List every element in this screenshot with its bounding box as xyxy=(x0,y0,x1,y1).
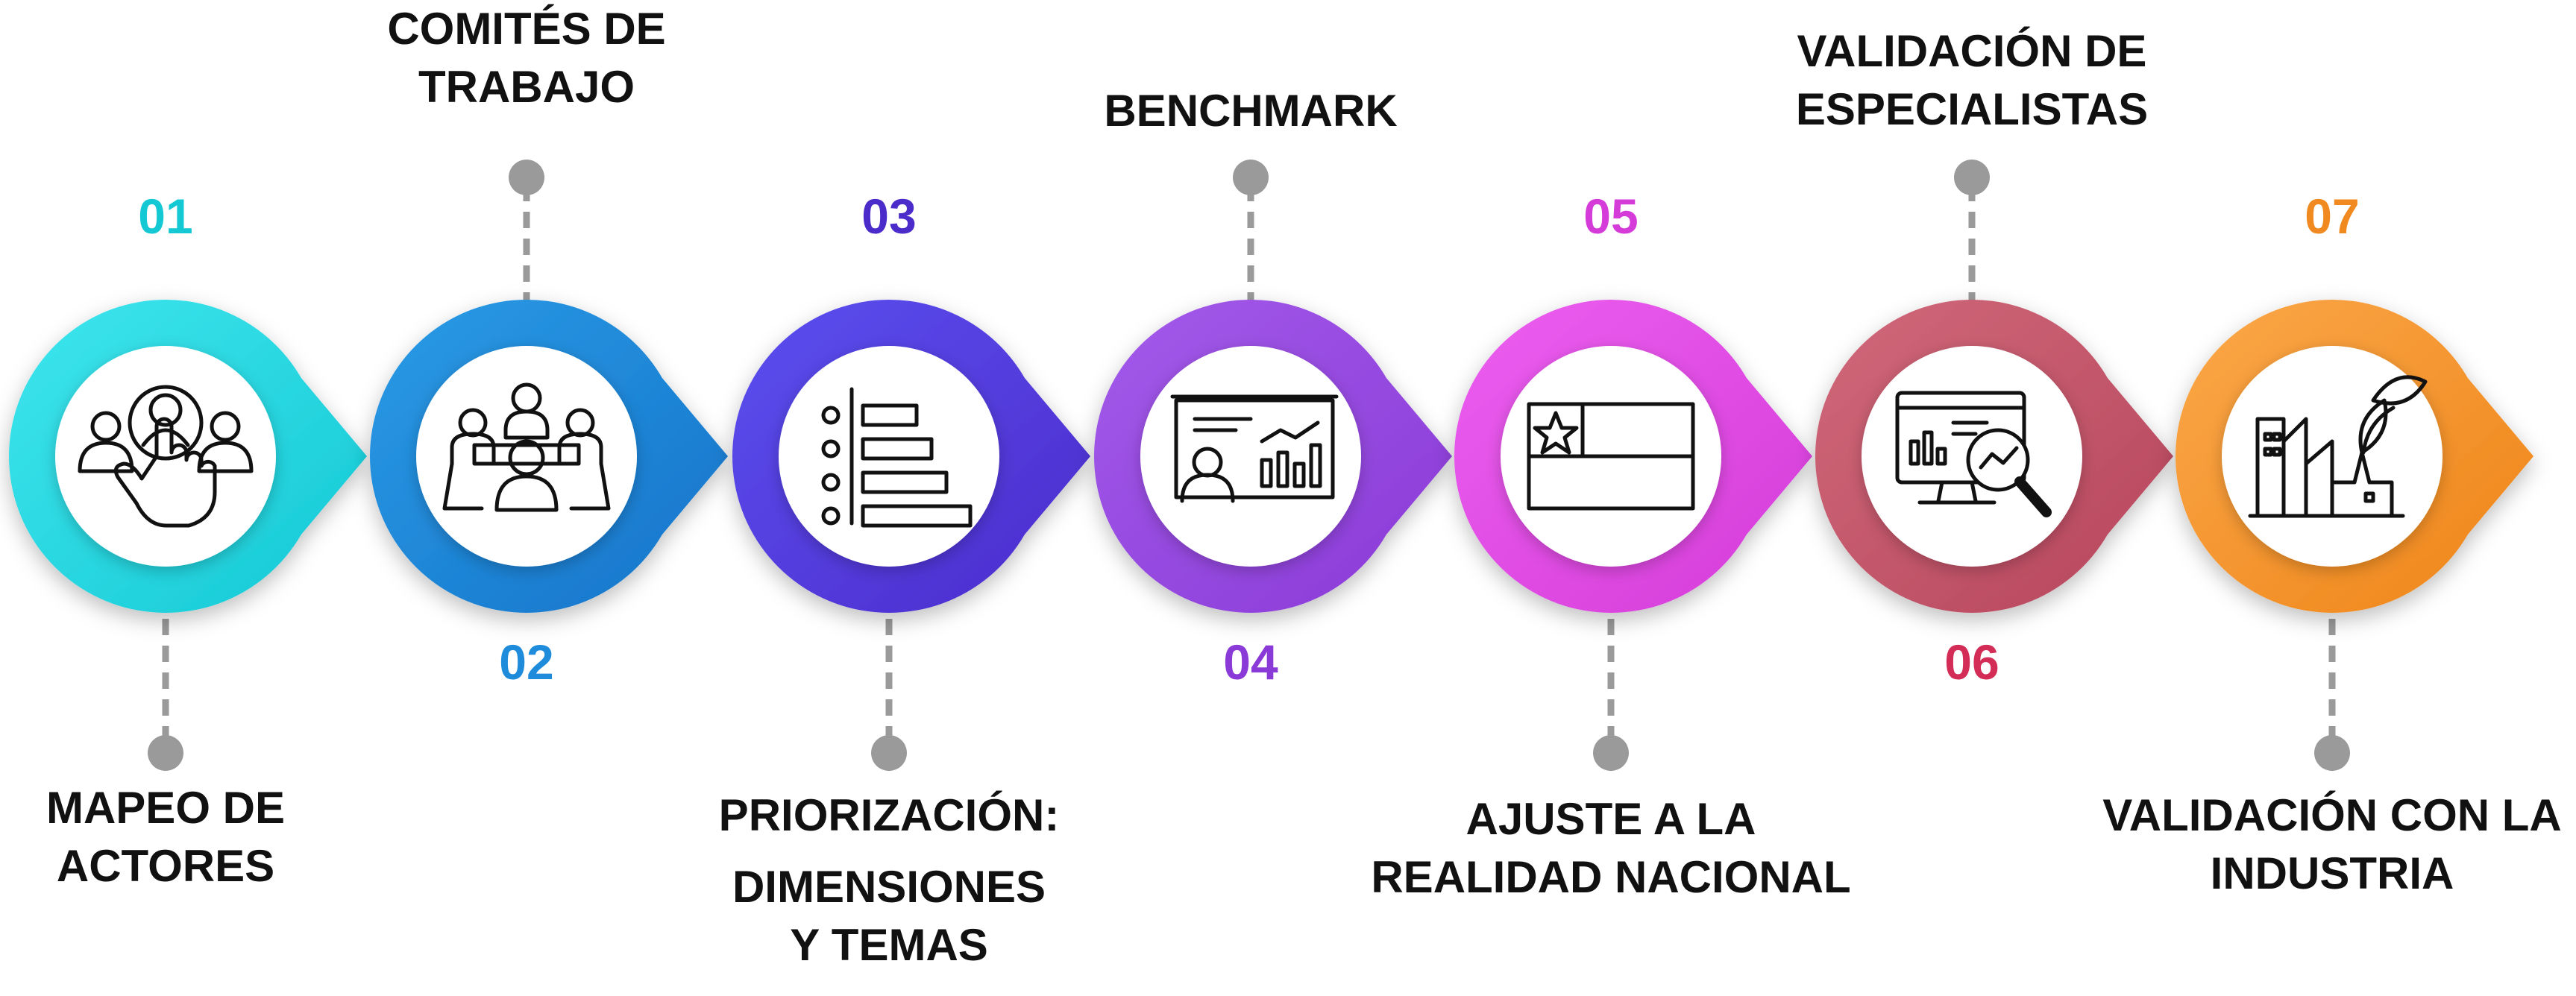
connector-01 xyxy=(148,619,183,771)
stage-07 xyxy=(2175,300,2533,614)
step-title-line: PRIORIZACIÓN: xyxy=(718,790,1060,840)
step-title-line: VALIDACIÓN CON LA xyxy=(2102,790,2562,840)
step-title-line: Y TEMAS xyxy=(790,920,988,970)
step-title-line: REALIDAD NACIONAL xyxy=(1371,852,1851,902)
step-number-03: 03 xyxy=(861,189,917,244)
chile-flag-icon xyxy=(1527,402,1695,511)
step-title-line: COMITÉS DE xyxy=(387,4,666,54)
step-number-04: 04 xyxy=(1223,634,1278,690)
stage-05 xyxy=(1454,300,1812,614)
presentation-chart-icon xyxy=(1170,394,1339,503)
step-title-03: PRIORIZACIÓN: DIMENSIONES Y TEMAS xyxy=(650,787,1128,974)
connector-layer xyxy=(148,160,2350,771)
step-title-07: VALIDACIÓN CON LA INDUSTRIA xyxy=(2086,787,2576,903)
team-meeting-icon xyxy=(442,382,611,512)
monitor-analytics-icon xyxy=(1895,391,2052,517)
hand-touch-people-icon xyxy=(78,385,254,528)
connector-03 xyxy=(871,619,907,771)
connector-02 xyxy=(509,160,544,306)
stage-inner-circle xyxy=(55,346,276,567)
step-title-line: DIMENSIONES xyxy=(732,862,1046,912)
stage-01 xyxy=(8,300,368,614)
step-title-04: BENCHMARK xyxy=(1012,82,1489,140)
priority-list-icon xyxy=(821,387,973,528)
connector-06 xyxy=(1954,160,1990,306)
industry-leaves-icon xyxy=(2248,375,2428,518)
step-title-line: TRABAJO xyxy=(418,62,635,112)
connector-05 xyxy=(1593,619,1629,771)
step-number-01: 01 xyxy=(138,189,193,244)
step-number-06: 06 xyxy=(1944,634,1999,690)
stage-06 xyxy=(1815,300,2173,614)
stage-layer xyxy=(8,299,2533,614)
step-title-line: AJUSTE A LA xyxy=(1466,794,1756,844)
step-number-02: 02 xyxy=(499,634,554,690)
stage-inner-circle xyxy=(1140,346,1361,567)
step-title-line: VALIDACIÓN DE xyxy=(1797,26,2147,76)
step-title-05: AJUSTE A LA REALIDAD NACIONAL xyxy=(1328,790,1894,907)
stage-04 xyxy=(1093,299,1452,613)
step-title-line: ESPECIALISTAS xyxy=(1795,84,2149,134)
step-title-01: MAPEO DE ACTORES xyxy=(0,779,374,895)
connector-07 xyxy=(2314,619,2350,771)
stage-inner-circle xyxy=(779,346,999,567)
step-title-line: BENCHMARK xyxy=(1104,86,1398,136)
step-number-05: 05 xyxy=(1583,189,1639,244)
connector-04 xyxy=(1233,160,1269,306)
step-title-line: INDUSTRIA xyxy=(2210,848,2454,898)
stage-03 xyxy=(732,299,1090,613)
step-title-line: MAPEO DE xyxy=(45,783,286,833)
step-title-02: COMITÉS DE TRABAJO xyxy=(288,0,765,116)
step-title-06: VALIDACIÓN DE ESPECIALISTAS xyxy=(1711,22,2233,139)
step-title-line: ACTORES xyxy=(56,841,275,891)
stage-inner-circle xyxy=(416,346,637,567)
stage-02 xyxy=(369,300,728,613)
step-number-07: 07 xyxy=(2305,189,2360,244)
